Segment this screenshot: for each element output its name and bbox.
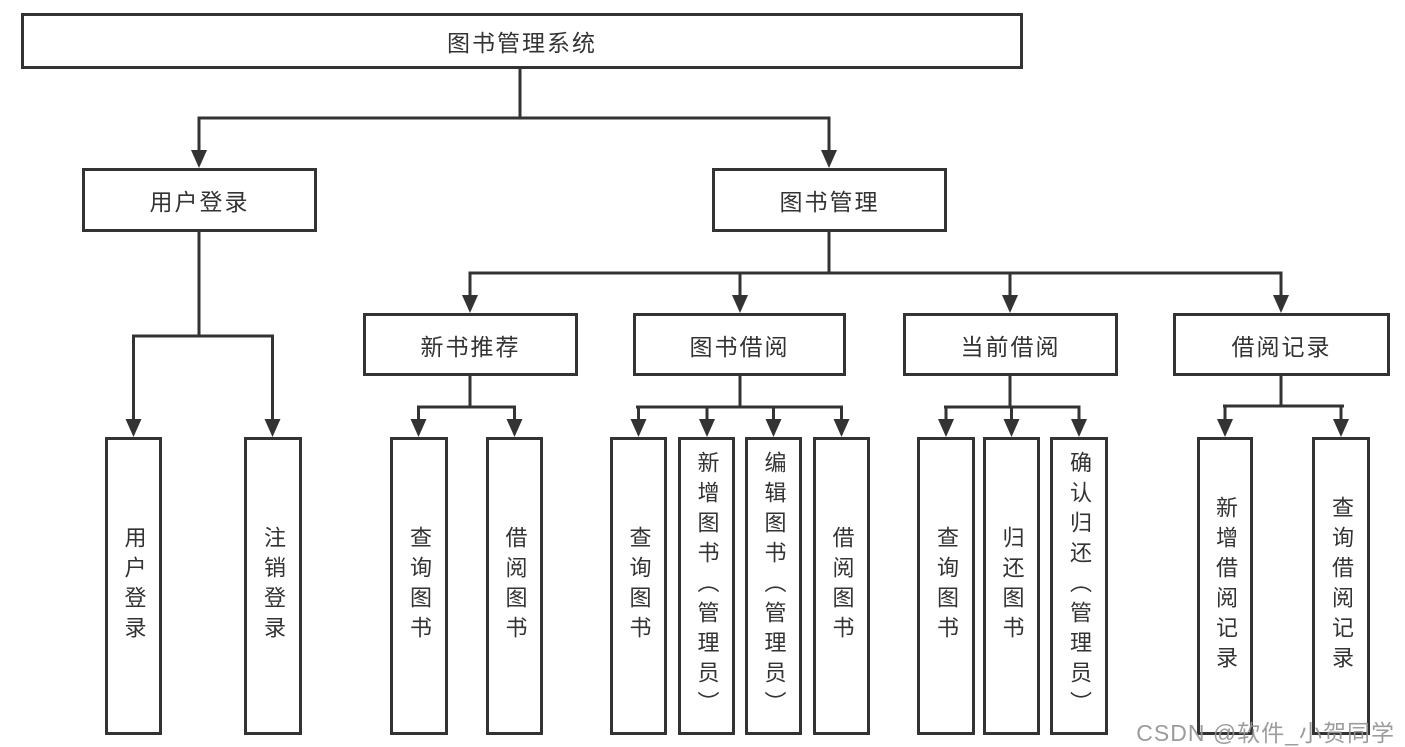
leaf-borrow-books: 借阅图书 <box>813 437 870 735</box>
leaf-return-books: 归还图书 <box>983 437 1040 735</box>
leaf-query-borrow-record: 查询借阅记录 <box>1312 437 1370 735</box>
leaf-confirm-return-admin: 确认归还（管理员） <box>1050 437 1108 735</box>
node-borrowing-records: 借阅记录 <box>1173 313 1390 376</box>
node-library-management-system: 图书管理系统 <box>21 13 1023 69</box>
node-new-book-recommendation: 新书推荐 <box>363 313 578 376</box>
node-user-login: 用户登录 <box>82 168 317 232</box>
node-book-management: 图书管理 <box>712 168 947 232</box>
leaf-logout: 注销登录 <box>244 437 302 735</box>
leaf-edit-books-admin: 编辑图书（管理员） <box>745 437 802 735</box>
leaf-query-books-current: 查询图书 <box>917 437 975 735</box>
leaf-borrow-books-recommend: 借阅图书 <box>486 437 543 735</box>
leaf-query-books-borrow: 查询图书 <box>610 437 667 735</box>
leaf-add-books-admin: 新增图书（管理员） <box>678 437 735 735</box>
csdn-watermark: CSDN @软件_小贺同学 <box>1136 720 1395 746</box>
node-current-borrowing: 当前借阅 <box>903 313 1118 376</box>
leaf-user-login: 用户登录 <box>105 437 162 735</box>
leaf-query-books-recommend: 查询图书 <box>390 437 448 735</box>
leaf-add-borrow-record: 新增借阅记录 <box>1197 437 1253 735</box>
node-book-borrowing: 图书借阅 <box>633 313 846 376</box>
